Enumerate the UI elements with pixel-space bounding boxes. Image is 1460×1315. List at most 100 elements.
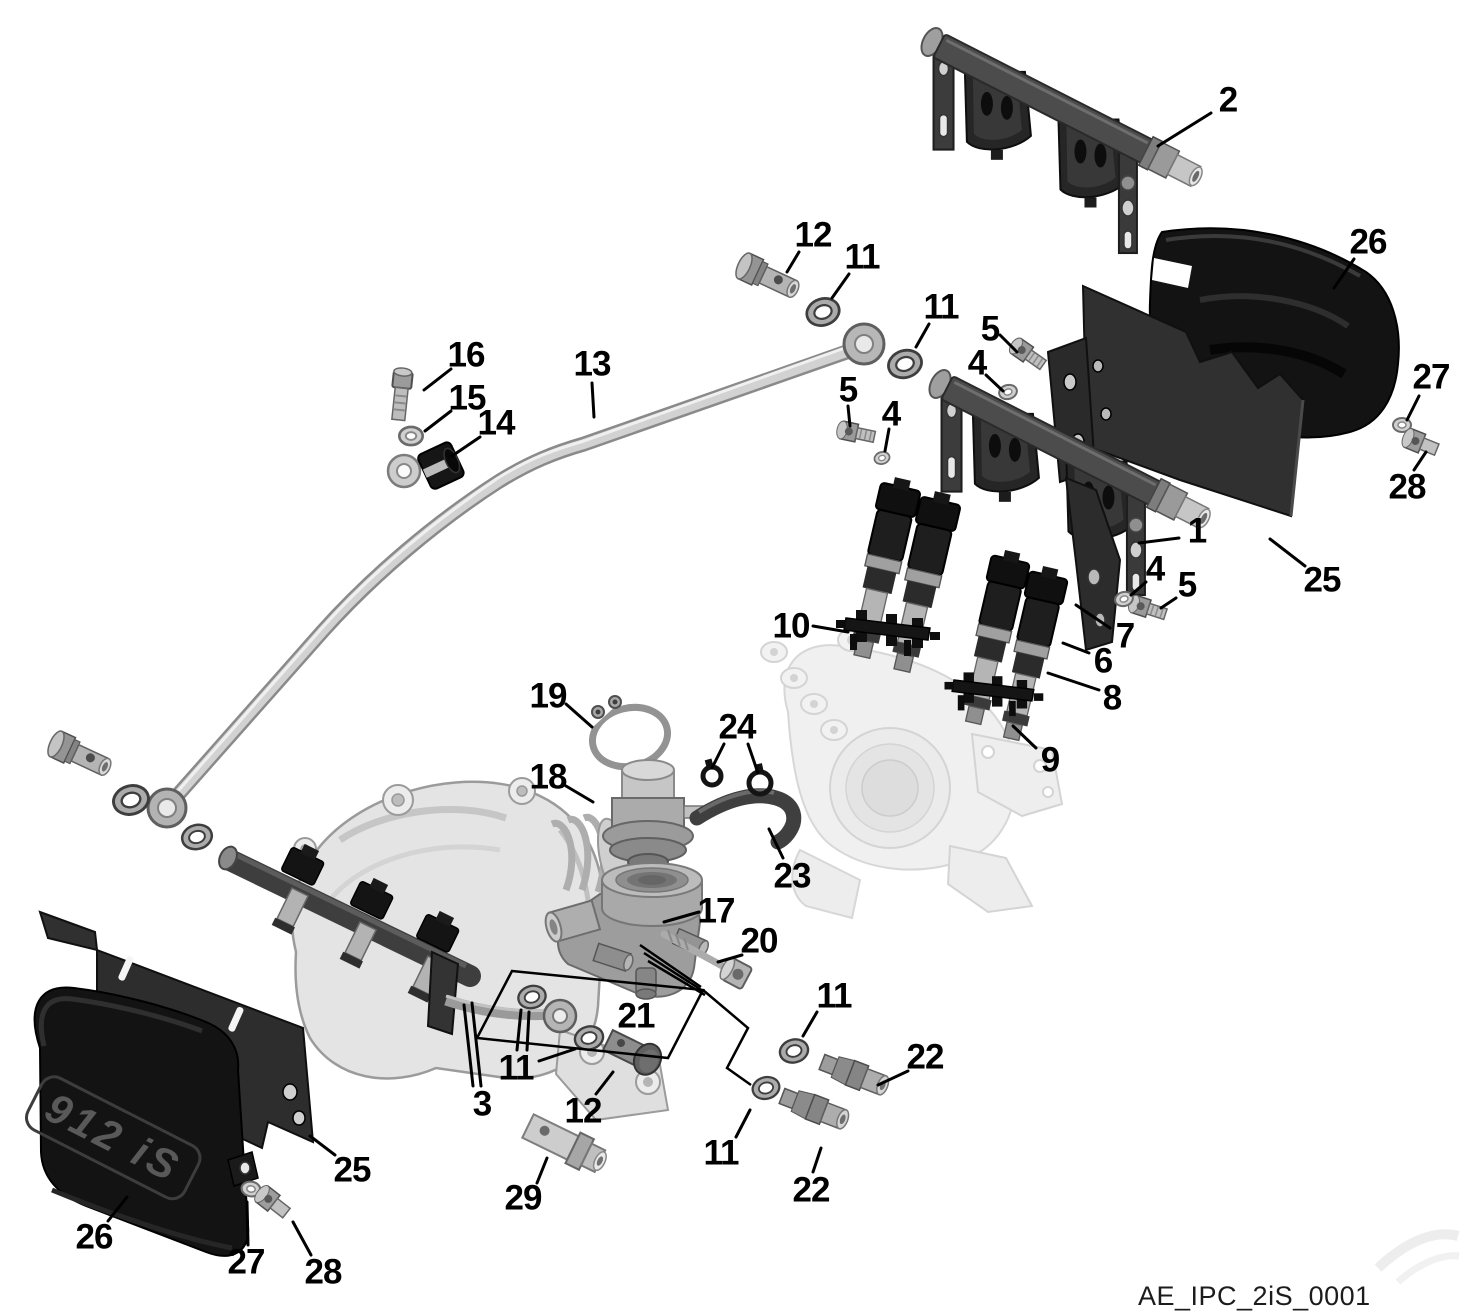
leader-line-11	[830, 272, 851, 300]
callout-21: 21	[618, 997, 655, 1036]
leader-line-24	[746, 742, 760, 775]
oring-11-bottom-c	[776, 1035, 812, 1067]
leader-line-20	[716, 953, 744, 964]
callout-27: 27	[228, 1243, 265, 1282]
regulator-housing-17	[544, 862, 710, 1000]
callout-10: 10	[773, 607, 810, 646]
callout-29: 29	[505, 1179, 542, 1218]
leader-line-9	[1011, 724, 1038, 750]
clamp-14	[386, 441, 465, 490]
callout-11: 11	[704, 1134, 740, 1173]
callout-11: 11	[924, 288, 960, 327]
leader-line-3	[462, 1003, 475, 1088]
callout-7: 7	[1116, 617, 1134, 656]
callout-18: 18	[530, 758, 567, 797]
group-bracket-4	[647, 959, 706, 997]
leader-line-11	[515, 1008, 523, 1052]
leader-line-4	[984, 373, 1005, 393]
leader-line-28	[291, 1220, 313, 1257]
banjo-bolt-12-left	[43, 728, 117, 783]
fuel-rail-3	[218, 843, 578, 1036]
callout-28: 28	[1389, 468, 1426, 507]
callout-19: 19	[530, 677, 567, 716]
leader-line-11	[537, 1047, 577, 1063]
screw-5-a	[1005, 335, 1049, 374]
leader-line-13	[590, 381, 596, 419]
oring-11-top-a	[801, 292, 845, 332]
leader-line-1	[1137, 536, 1181, 545]
callout-1: 1	[1188, 512, 1207, 551]
group-bracket-1	[702, 989, 752, 1087]
callout-11: 11	[845, 238, 881, 277]
leader-line-14	[450, 435, 482, 458]
watermark-swirl	[1374, 1229, 1460, 1285]
leader-line-12	[785, 250, 801, 274]
callout-5: 5	[1178, 566, 1197, 605]
screw-16	[391, 367, 414, 422]
oring-11-left-a	[108, 780, 154, 820]
leader-line-6	[1061, 641, 1091, 655]
callout-11: 11	[499, 1049, 535, 1088]
washer-4-a	[996, 381, 1020, 403]
fitting-29	[520, 1112, 607, 1174]
snap-ring-19	[583, 694, 672, 771]
oring-11-bottom-d	[749, 1072, 783, 1104]
leader-line-5	[1159, 596, 1178, 610]
callout-14: 14	[478, 404, 516, 443]
leader-line-22	[876, 1069, 910, 1087]
callout-22: 22	[793, 1171, 830, 1210]
callout-2: 2	[1219, 81, 1238, 120]
washer-15	[397, 425, 425, 447]
leader-line-3	[470, 1001, 483, 1088]
group-bracket-0	[475, 969, 705, 1060]
banjo-bolt-12-bottom	[601, 1028, 663, 1076]
screw-28-right	[1398, 426, 1442, 460]
leader-line-26	[1332, 257, 1356, 290]
group-bracket-2	[639, 943, 702, 989]
callout-17: 17	[698, 892, 735, 931]
hose-clamp-24-a	[700, 758, 724, 788]
leader-line-12	[594, 1070, 615, 1096]
callout-26: 26	[1350, 223, 1387, 262]
callout-28: 28	[305, 1253, 342, 1292]
leader-line-11	[914, 322, 931, 349]
leader-line-22	[811, 1146, 823, 1174]
callout-12: 12	[795, 216, 832, 255]
screw-5-b	[834, 419, 877, 447]
washer-4-b	[872, 449, 892, 467]
callout-24: 24	[719, 708, 757, 747]
leader-line-2	[1156, 111, 1213, 148]
leader-line-17	[662, 910, 701, 924]
leader-line-11	[801, 1010, 819, 1038]
callout-3: 3	[473, 1085, 492, 1124]
callout-25: 25	[334, 1151, 371, 1190]
callout-8: 8	[1103, 679, 1122, 718]
leader-line-11	[525, 1010, 531, 1052]
banjo-bolt-12-top	[731, 250, 805, 305]
callout-9: 9	[1041, 741, 1060, 780]
callout-20: 20	[741, 922, 778, 961]
callout-13: 13	[574, 345, 611, 384]
screw-20	[660, 929, 753, 990]
leader-line-27	[1405, 394, 1421, 422]
leader-line-5	[846, 404, 852, 428]
fuel-line-13	[146, 322, 886, 829]
figure-code: AE_IPC_2iS_0001	[1138, 1281, 1371, 1311]
callout-11: 11	[817, 977, 853, 1016]
callout-22: 22	[907, 1038, 944, 1077]
leader-line-5	[998, 333, 1019, 354]
leader-line-25	[1268, 537, 1307, 568]
callout-4: 4	[882, 395, 902, 434]
leader-line-23	[767, 827, 785, 860]
leader-line-7	[1074, 603, 1112, 630]
hose-23	[689, 788, 802, 850]
callout-4: 4	[968, 344, 988, 383]
engine-cover-26-left: 912 iS	[24, 986, 259, 1257]
fuel-injectors-left-pair	[841, 473, 964, 677]
callout-23: 23	[774, 857, 811, 896]
callout-25: 25	[1304, 561, 1341, 600]
leader-line-11	[734, 1108, 752, 1139]
